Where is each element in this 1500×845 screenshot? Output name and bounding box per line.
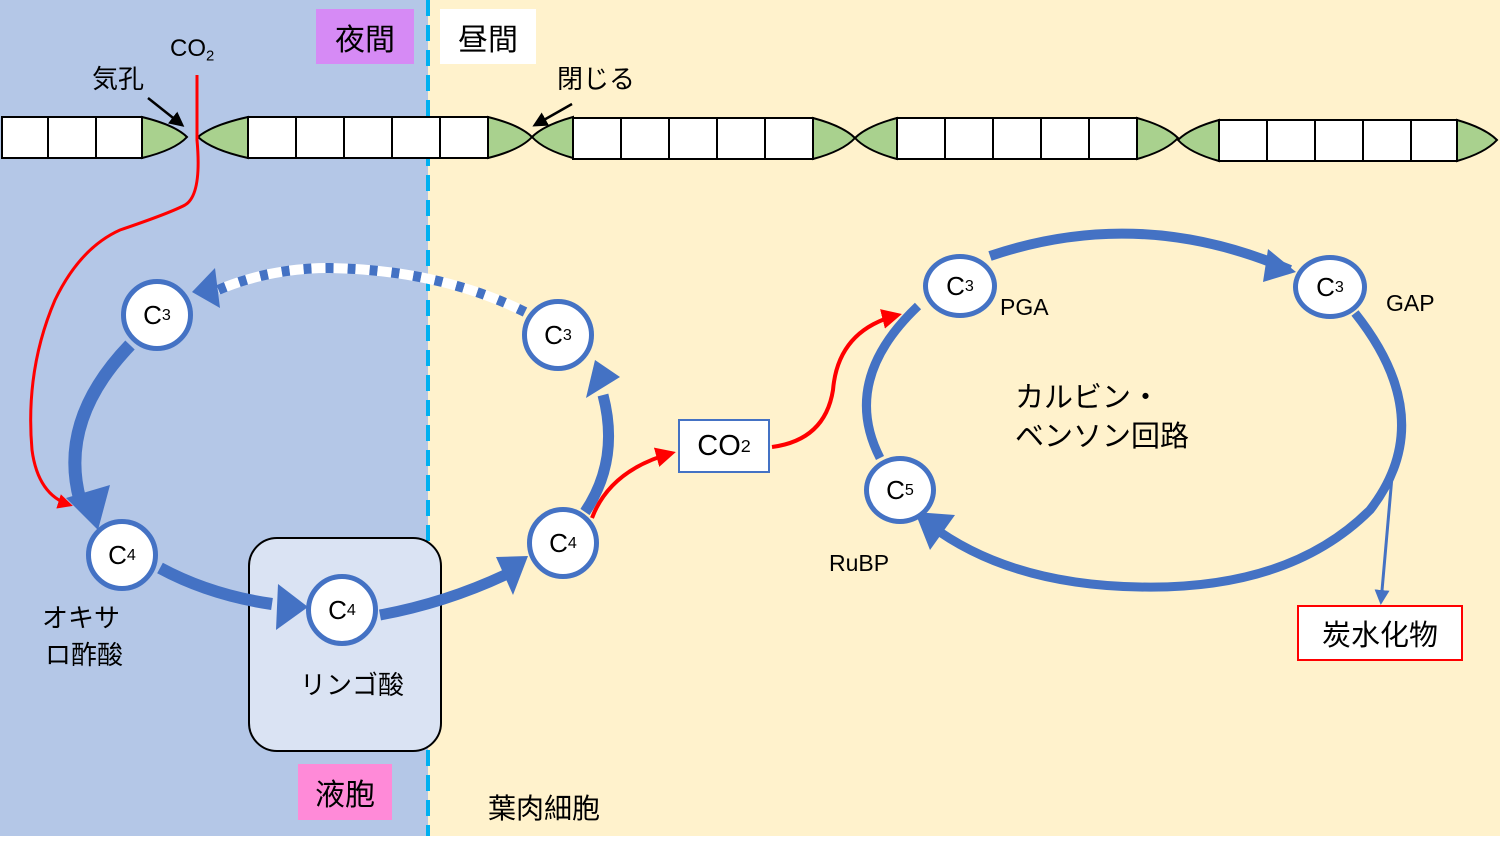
epidermal-cell	[1040, 117, 1090, 160]
epidermal-cell	[992, 117, 1042, 160]
arrow-pga-to-gap	[988, 228, 1292, 275]
co2-entry-path	[29, 75, 200, 509]
guard-cell	[141, 115, 189, 160]
atmospheric-co2-label: CO2	[170, 35, 215, 65]
arrow-c3-to-c4-left	[68, 340, 135, 502]
epidermal-cell	[620, 117, 670, 160]
epidermal-cell	[95, 116, 143, 159]
malate-label: リンゴ酸	[300, 670, 405, 700]
guard-cell	[812, 116, 857, 161]
night-tag: 夜間	[316, 9, 414, 64]
arrowhead	[1263, 249, 1296, 282]
epidermal-cell	[439, 116, 489, 159]
guard-cell	[1456, 118, 1499, 163]
epidermal-cell	[1266, 119, 1316, 162]
arrow-to-carbohydrate	[1374, 464, 1395, 605]
rubp-label: RuBP	[829, 550, 890, 576]
day-tag: 昼間	[440, 9, 536, 64]
day-label: 昼間	[458, 23, 518, 57]
guard-cell	[853, 116, 898, 161]
arrowhead	[66, 485, 110, 530]
epidermal-cell	[944, 117, 994, 160]
epidermal-cell	[764, 117, 814, 160]
calvin-cycle-arrows	[861, 228, 1407, 605]
epidermal-cell	[1410, 119, 1458, 162]
epidermis	[1, 115, 1499, 163]
mesophyll-label: 葉肉細胞	[488, 793, 601, 824]
arrow-c3-right-to-c3-left	[216, 262, 528, 317]
stoma-label: 気孔	[92, 64, 145, 94]
closed-label: 閉じる	[557, 64, 636, 94]
vacuole-tag: 液胞	[298, 764, 392, 820]
arrow-vacuole-to-c4-right	[379, 570, 508, 621]
night-label: 夜間	[335, 23, 395, 57]
co2-release-path	[590, 447, 676, 519]
vacuole-label: 液胞	[315, 779, 375, 812]
co2-to-calvin-path	[771, 309, 902, 449]
arrow-rubp-to-pga	[861, 302, 922, 461]
cam-cycle-arrows	[66, 262, 620, 630]
calvin-title-line1: カルビン・	[1015, 382, 1161, 414]
arrowhead	[192, 268, 220, 308]
epidermal-cell	[572, 117, 622, 160]
guard-cell	[1136, 116, 1180, 161]
epidermal-cell	[716, 117, 766, 160]
epidermal-cell	[1314, 119, 1364, 162]
arrow-c4-to-c3-right	[580, 393, 615, 516]
calvin-title-line2: ベンソン回路	[1015, 421, 1190, 453]
carbohydrate-box: 炭水化物	[1297, 605, 1463, 661]
co2-paths	[29, 75, 902, 519]
arrowhead	[915, 512, 955, 550]
guard-cell	[487, 115, 534, 160]
oxaloacetate-label-line1: オキサ	[42, 603, 121, 633]
epidermal-cell	[668, 117, 718, 160]
epidermal-cell	[896, 117, 946, 160]
arrowhead	[276, 584, 308, 630]
guard-cell	[196, 115, 249, 160]
arrowhead	[586, 360, 620, 398]
epidermal-cell	[343, 116, 393, 159]
arrow-c4-to-vacuole	[157, 562, 273, 610]
closed-pointer-arrow	[532, 102, 573, 127]
epidermal-cell	[1, 116, 49, 159]
gap-label: GAP	[1386, 290, 1435, 316]
epidermal-cell	[295, 116, 345, 159]
epidermal-cell	[1362, 119, 1412, 162]
guard-cell	[530, 115, 574, 160]
epidermal-cell	[391, 116, 441, 159]
guard-cell	[1176, 118, 1220, 163]
epidermal-cell	[1218, 119, 1268, 162]
epidermal-cell	[47, 116, 97, 159]
arrow-gap-to-rubp	[927, 310, 1407, 592]
epidermal-cell	[1088, 117, 1138, 160]
oxaloacetate-label-line2: ロ酢酸	[45, 640, 124, 670]
epidermal-cell	[247, 116, 297, 159]
pga-label: PGA	[1000, 294, 1049, 320]
stoma-pointer-arrow	[147, 97, 185, 127]
arrowhead	[496, 556, 528, 595]
